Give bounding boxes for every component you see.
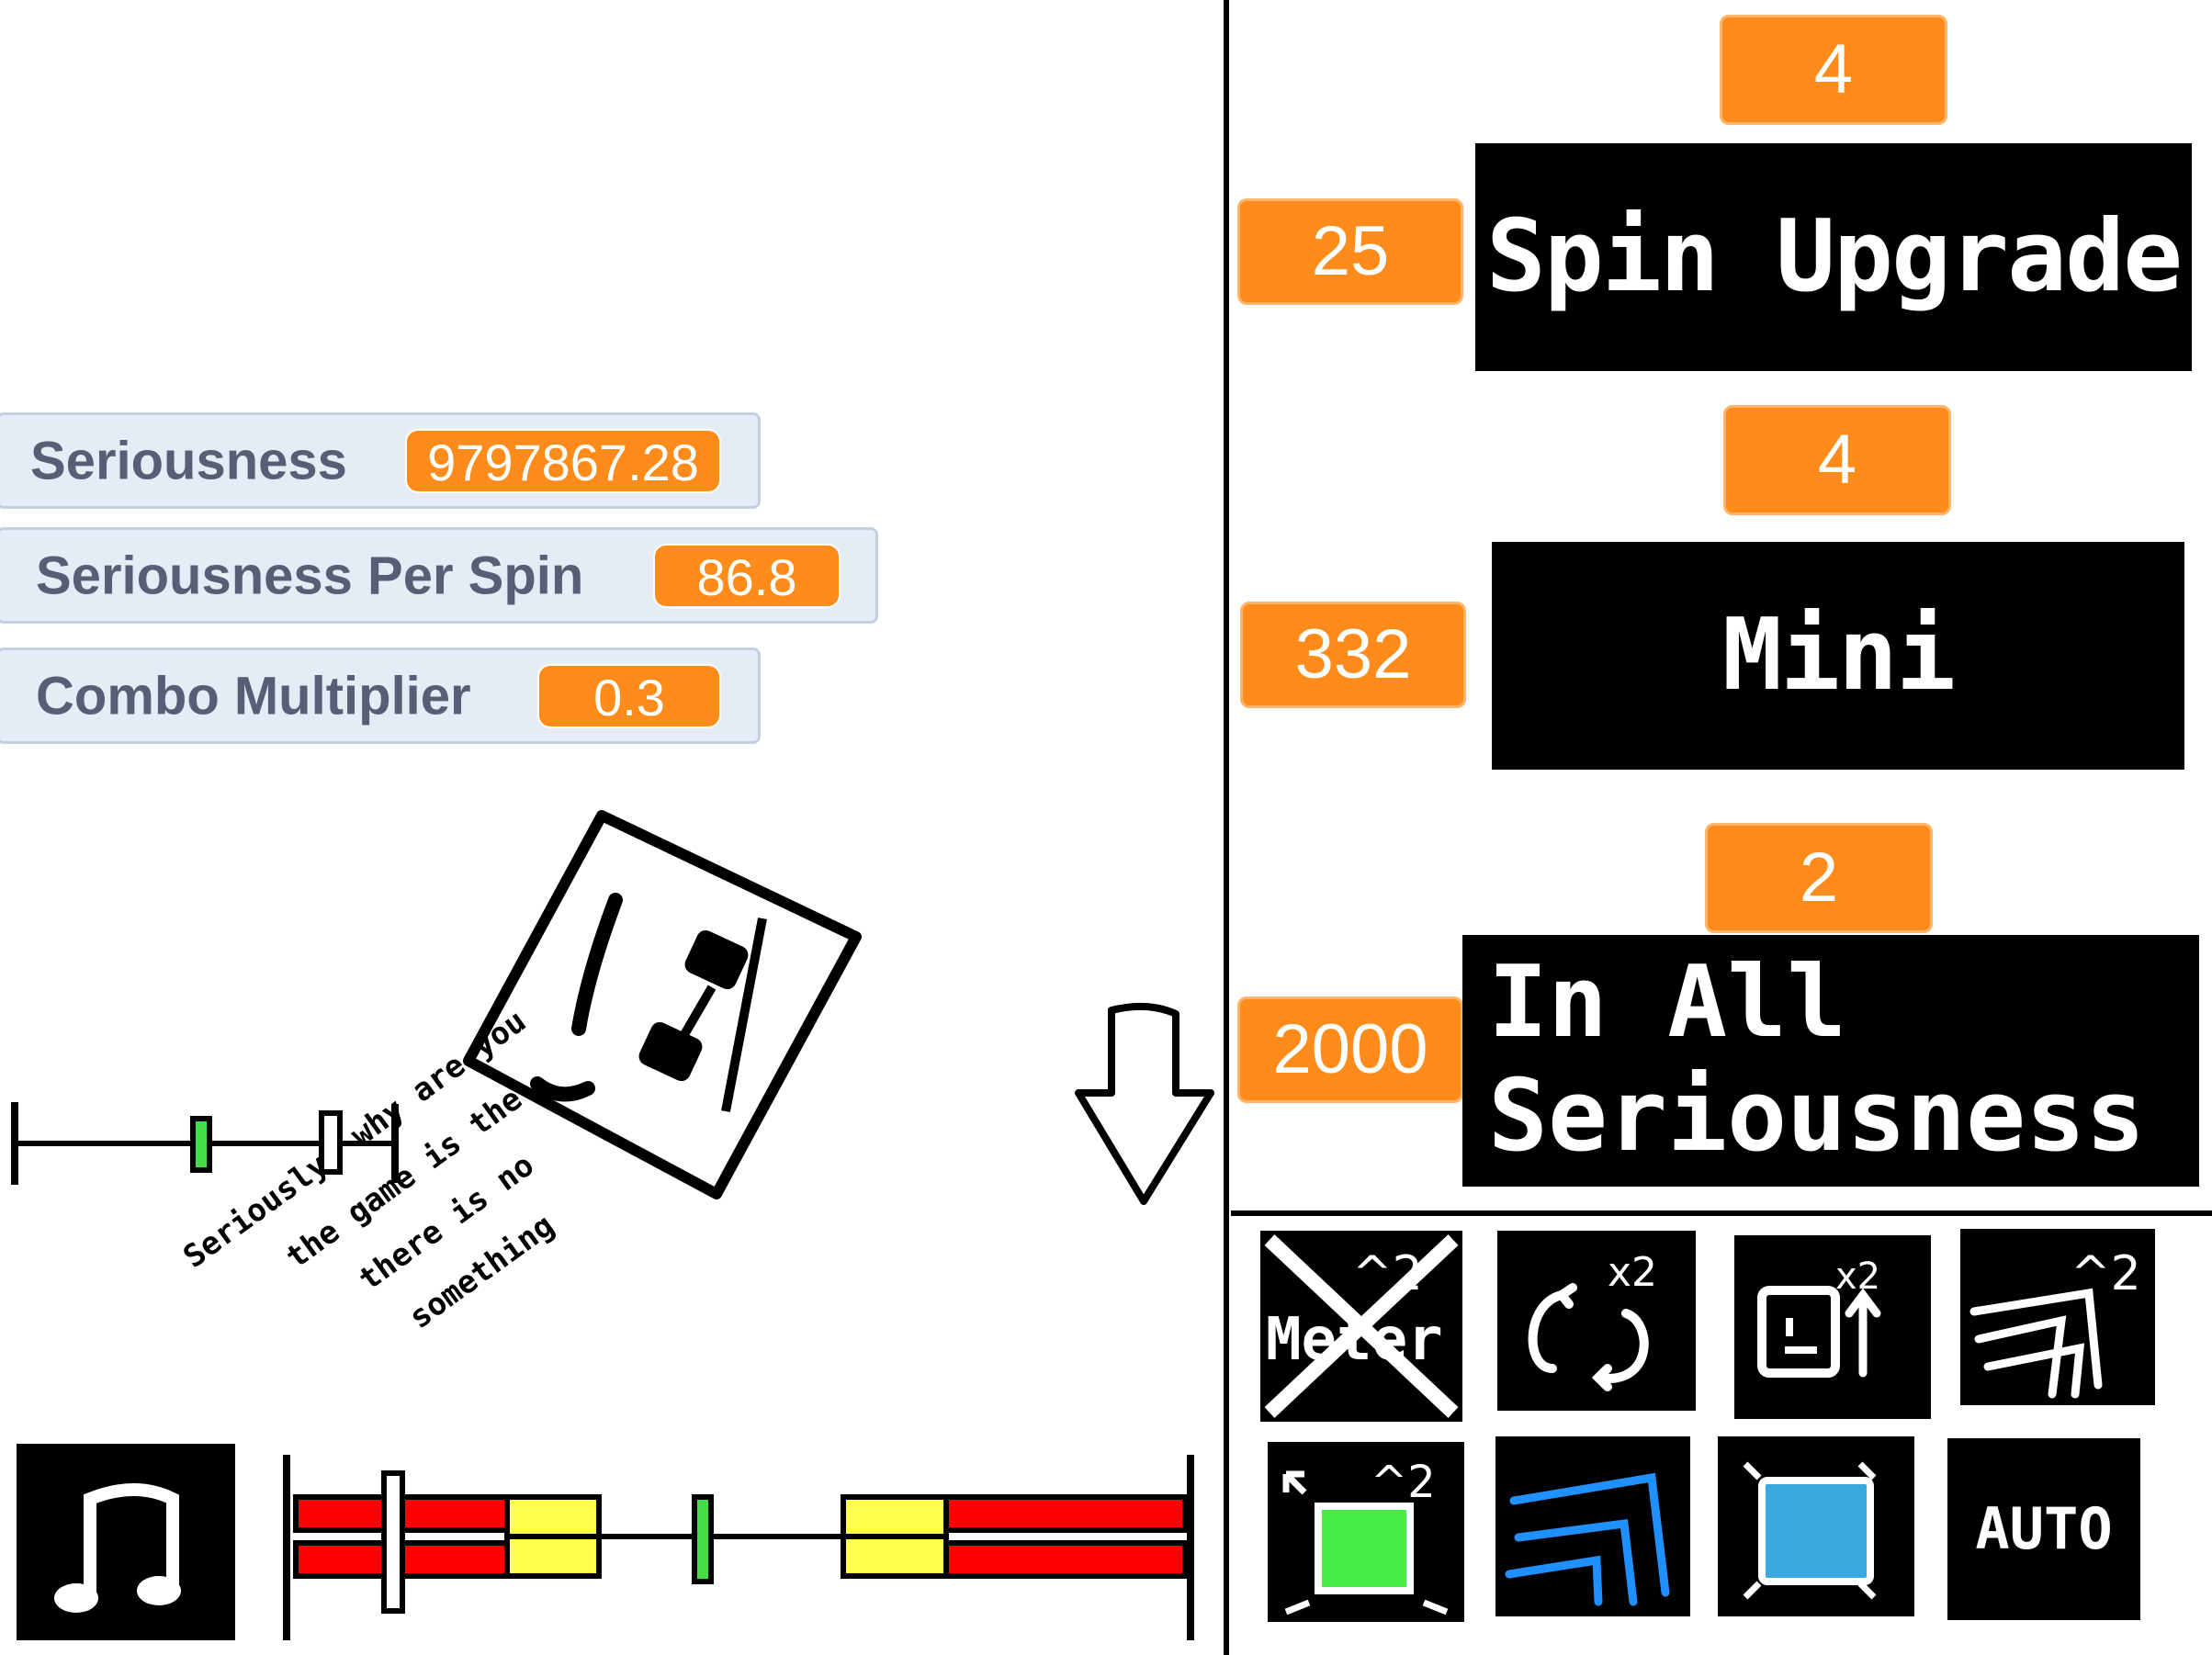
spin-upgrade-button[interactable]: Spin Upgrade: [1475, 143, 2192, 371]
combo-multiplier-value: 0.3: [537, 663, 721, 728]
timing-meter-large: [283, 1455, 1194, 1640]
spin-double-tile[interactable]: x2: [1497, 1231, 1696, 1411]
spin-double-icon: x2: [1528, 1249, 1657, 1391]
blue-square-expand-tile[interactable]: [1718, 1436, 1914, 1616]
seriousness-label: Seriousness: [30, 431, 347, 490]
svg-text:^2: ^2: [1371, 1457, 1436, 1508]
meter-upgrade-tile[interactable]: Meter ^2: [1260, 1231, 1462, 1422]
spin-upgrade-cost: 25: [1237, 198, 1463, 305]
auto-icon: AUTO: [1975, 1495, 2113, 1562]
svg-text:x2: x2: [1608, 1249, 1657, 1296]
seriousness-per-spin-value: 86.8: [653, 543, 841, 608]
spinner-double-icon: x2: [1757, 1255, 1881, 1378]
speed-lines-tile[interactable]: ^2: [1960, 1229, 2155, 1405]
mini-spinner-button[interactable]: Mini Spinner: [1492, 542, 2184, 940]
blue-square-expand-icon: [1743, 1461, 1877, 1600]
svg-text:x2: x2: [1835, 1255, 1880, 1298]
horizontal-divider: [1231, 1210, 2212, 1216]
in-all-seriousness-cost: 2000: [1237, 996, 1463, 1103]
seriousness-value: 9797867.28: [405, 428, 721, 493]
spin-upgrade-level: 4: [1720, 15, 1947, 125]
seriousness-per-spin-monitor: Seriousness Per Spin 86.8: [0, 527, 878, 624]
spin-upgrade-label: Spin Upgrade: [1485, 199, 2183, 314]
spinner-card-icon: [463, 810, 862, 1199]
in-all-seriousness-label-line1: In All: [1488, 945, 1847, 1060]
green-square-expand-icon: ^2: [1282, 1457, 1449, 1616]
vertical-divider: [1224, 0, 1229, 1655]
svg-text:^2: ^2: [2071, 1246, 2141, 1301]
music-toggle-button[interactable]: [17, 1444, 235, 1640]
seriousness-monitor: Seriousness 9797867.28: [0, 412, 761, 509]
mini-spinner-cost: 332: [1240, 602, 1466, 708]
green-square-expand-tile[interactable]: ^2: [1268, 1442, 1464, 1622]
blue-speed-lines-tile[interactable]: [1495, 1436, 1690, 1616]
auto-tile[interactable]: AUTO: [1947, 1438, 2140, 1620]
music-note-icon: [54, 1483, 181, 1613]
in-all-seriousness-level: 2: [1705, 823, 1933, 933]
blue-speed-lines-icon: [1505, 1472, 1670, 1606]
mini-spinner-level: 4: [1723, 405, 1951, 515]
spinner-double-tile[interactable]: x2: [1734, 1235, 1931, 1419]
combo-multiplier-label: Combo Multiplier: [36, 666, 471, 726]
in-all-seriousness-label-line2: Seriousness: [1488, 1059, 2146, 1174]
seriousness-per-spin-label: Seriousness Per Spin: [36, 546, 584, 605]
speed-lines-icon: ^2: [1969, 1246, 2141, 1399]
meter-upgrade-crossed-icon: Meter ^2: [1264, 1234, 1459, 1418]
in-all-seriousness-button[interactable]: In All Seriousness: [1462, 935, 2199, 1187]
timing-meter-small: [11, 1102, 399, 1185]
combo-multiplier-monitor: Combo Multiplier 0.3: [0, 647, 761, 744]
down-arrow-icon[interactable]: [1066, 992, 1222, 1212]
